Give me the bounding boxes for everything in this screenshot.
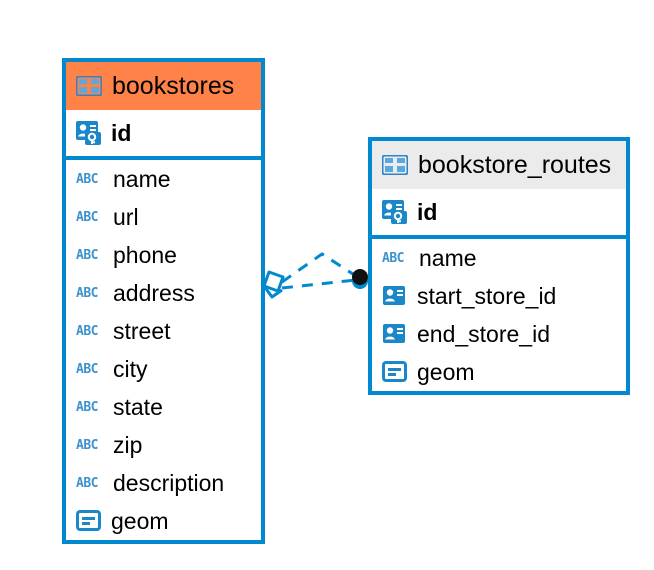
field-label: id: [111, 119, 132, 146]
field-row-url[interactable]: ABC url: [66, 198, 261, 236]
abc-icon: ABC: [76, 209, 98, 225]
field-list-bookstores: id ABC name ABC url ABC phone ABC addres…: [66, 110, 261, 540]
abc-icon: ABC: [76, 437, 98, 453]
field-row-address[interactable]: ABC address: [66, 274, 261, 312]
abc-icon: ABC: [76, 247, 98, 263]
field-label: phone: [113, 241, 177, 268]
field-label: id: [417, 198, 438, 225]
abc-icon: ABC: [382, 250, 404, 266]
field-row-phone[interactable]: ABC phone: [66, 236, 261, 274]
entity-title: bookstores: [112, 71, 235, 100]
primary-key-icon: [76, 121, 102, 145]
field-row-zip[interactable]: ABC zip: [66, 426, 261, 464]
field-label: zip: [113, 431, 143, 458]
relationship-line-upper: [281, 252, 357, 284]
primary-key-divider: [372, 235, 626, 239]
table-icon: [382, 155, 408, 175]
field-row-start-store-id[interactable]: start_store_id: [372, 277, 626, 315]
field-label: street: [113, 317, 171, 344]
entity-header-bookstore-routes[interactable]: bookstore_routes: [372, 141, 626, 189]
foreign-key-icon: [382, 285, 408, 307]
abc-icon: ABC: [76, 285, 98, 301]
field-label: description: [113, 469, 225, 496]
foreign-key-icon: [382, 323, 408, 345]
field-row-name[interactable]: ABC name: [66, 160, 261, 198]
field-label: state: [113, 393, 163, 420]
abc-icon: ABC: [76, 323, 98, 339]
abc-icon: ABC: [76, 399, 98, 415]
field-row-city[interactable]: ABC city: [66, 350, 261, 388]
geometry-icon: [382, 361, 408, 383]
field-label: url: [113, 203, 139, 230]
table-icon: [76, 76, 102, 96]
field-label: address: [113, 279, 195, 306]
primary-key-divider: [66, 156, 261, 160]
diamond-endpoint-icon[interactable]: [262, 270, 285, 299]
abc-icon: ABC: [76, 171, 98, 187]
entity-header-bookstores[interactable]: bookstores: [66, 62, 261, 110]
field-row-street[interactable]: ABC street: [66, 312, 261, 350]
field-row-geom[interactable]: geom: [66, 502, 261, 540]
field-label: geom: [417, 358, 475, 385]
field-label: end_store_id: [417, 320, 550, 347]
geometry-icon: [76, 510, 102, 532]
field-row-end-store-id[interactable]: end_store_id: [372, 315, 626, 353]
entity-title: bookstore_routes: [418, 150, 612, 179]
field-row-geom[interactable]: geom: [372, 353, 626, 391]
field-label: geom: [111, 507, 169, 534]
field-label: city: [113, 355, 148, 382]
field-list-bookstore-routes: id ABC name start_store_id: [372, 189, 626, 391]
relationship-line-lower: [281, 278, 357, 290]
abc-icon: ABC: [76, 361, 98, 377]
field-label: name: [419, 244, 477, 271]
field-row-state[interactable]: ABC state: [66, 388, 261, 426]
field-label: name: [113, 165, 171, 192]
primary-key-icon: [382, 200, 408, 224]
entity-bookstores[interactable]: bookstores id: [62, 58, 265, 544]
entity-bookstore-routes[interactable]: bookstore_routes id: [368, 137, 630, 395]
filled-circle-endpoint-icon[interactable]: [352, 269, 368, 289]
field-row-id[interactable]: id: [372, 189, 626, 235]
field-row-name[interactable]: ABC name: [372, 239, 626, 277]
abc-icon: ABC: [76, 475, 98, 491]
field-row-id[interactable]: id: [66, 110, 261, 156]
field-label: start_store_id: [417, 282, 557, 309]
field-row-description[interactable]: ABC description: [66, 464, 261, 502]
